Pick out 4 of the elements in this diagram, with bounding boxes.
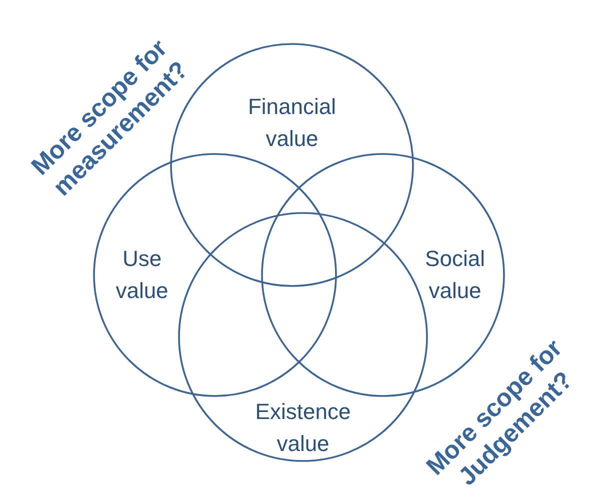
circle-label: Financial value	[246, 93, 338, 153]
circle-label: Existence value	[254, 398, 352, 458]
circle-label: Social value	[424, 245, 486, 305]
circle-label: Use value	[114, 245, 170, 305]
